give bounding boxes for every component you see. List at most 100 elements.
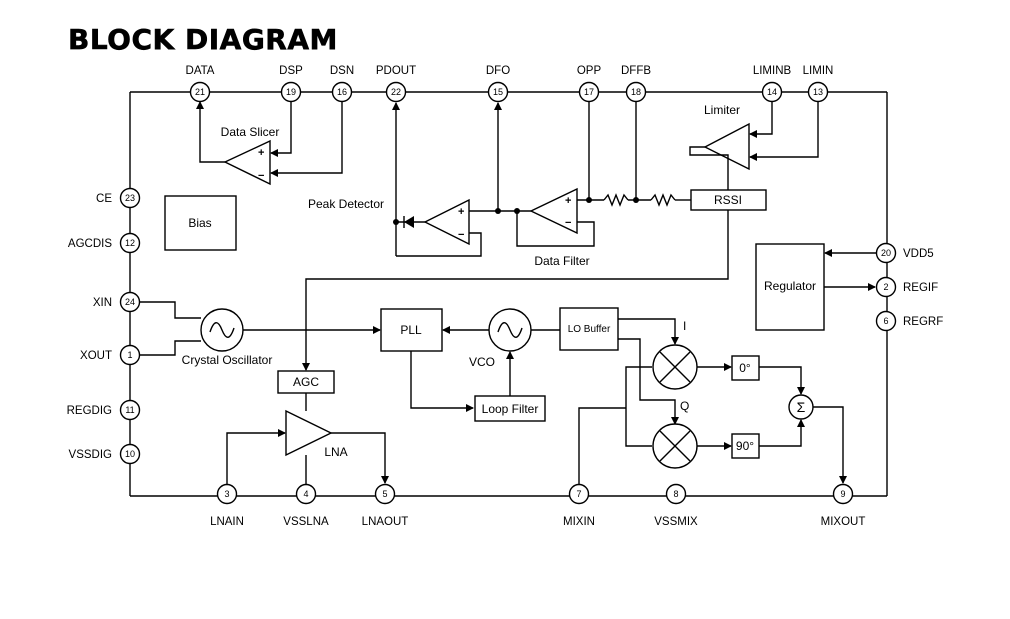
pin-21[interactable]: 21 DATA	[186, 65, 215, 103]
svg-text:−: −	[565, 217, 571, 229]
svg-text:20: 20	[881, 248, 891, 258]
pin-3[interactable]: 3 LNAIN	[210, 483, 244, 529]
pin-label-xout: XOUT	[80, 350, 112, 362]
wire-limiter-to-rssi	[689, 146, 729, 191]
svg-text:21: 21	[195, 87, 205, 97]
data-slicer: + − Data Slicer	[221, 125, 280, 186]
svg-text:6: 6	[883, 316, 888, 326]
peak-detector: + − Peak Detector	[308, 197, 470, 246]
wire-dsp-to-slicer	[270, 102, 292, 157]
pin-label-limin: LIMIN	[803, 65, 834, 77]
pin-label-vsslna: VSSLNA	[283, 516, 329, 528]
pin-label-mixin: MIXIN	[563, 516, 595, 528]
pin-12[interactable]: 12 AGCDIS	[68, 232, 141, 254]
pin-label-regrf: REGRF	[903, 316, 943, 328]
wire-lnaout	[331, 432, 389, 484]
data-slicer-label: Data Slicer	[221, 125, 280, 139]
wire-peak-feedback	[396, 232, 482, 257]
pin-18[interactable]: 18 DFFB	[621, 65, 651, 103]
svg-text:15: 15	[493, 87, 503, 97]
svg-text:4: 4	[303, 489, 308, 499]
wire-pll-to-loopfilter	[410, 351, 474, 412]
wire-limin-to-limiter	[749, 102, 819, 161]
svg-text:14: 14	[767, 87, 777, 97]
pin-24[interactable]: 24 XIN	[93, 291, 141, 313]
summer: Σ	[788, 394, 814, 420]
wire-xout	[140, 340, 201, 356]
pin-label-dfo: DFO	[486, 65, 510, 77]
pin-label-data: DATA	[186, 65, 215, 77]
wire-rf-to-mixers	[625, 366, 652, 447]
pll-block: PLL	[380, 308, 443, 352]
limiter-label: Limiter	[704, 103, 740, 117]
svg-text:23: 23	[125, 193, 135, 203]
pin-16[interactable]: 16 DSN	[330, 65, 354, 103]
data-filter-label: Data Filter	[534, 254, 589, 268]
rssi-block: RSSI	[690, 189, 767, 211]
bias-block: Bias	[164, 195, 237, 251]
data-filter: + − Data Filter	[529, 187, 590, 268]
limiter: Limiter	[703, 103, 750, 171]
svg-text:16: 16	[337, 87, 347, 97]
svg-text:18: 18	[631, 87, 641, 97]
i-label: I	[683, 319, 686, 333]
wire-dsn-to-slicer	[270, 102, 343, 177]
pin-17[interactable]: 17 OPP	[577, 65, 602, 103]
pin-4[interactable]: 4 VSSLNA	[283, 483, 329, 529]
svg-text:12: 12	[125, 238, 135, 248]
wire-liminb-to-limiter	[749, 102, 773, 138]
pin-15[interactable]: 15 DFO	[486, 65, 510, 103]
svg-text:RSSI: RSSI	[714, 193, 742, 207]
svg-text:7: 7	[576, 489, 581, 499]
pin-13[interactable]: 13 LIMIN	[803, 65, 834, 103]
svg-text:10: 10	[125, 449, 135, 459]
vco: VCO	[469, 308, 532, 369]
pin-9[interactable]: 9 MIXOUT	[821, 483, 866, 529]
phase-shift-0: 0°	[731, 355, 760, 381]
phase-shift-90: 90°	[731, 433, 760, 459]
pin-6[interactable]: 6 REGRF	[875, 310, 944, 332]
pin-23[interactable]: 23 CE	[96, 187, 141, 209]
pin-10[interactable]: 10 VSSDIG	[69, 443, 141, 465]
mixer-i	[652, 344, 698, 390]
regulator-block: Regulator	[755, 243, 825, 331]
vco-label: VCO	[469, 355, 495, 369]
svg-text:9: 9	[840, 489, 845, 499]
pin-19[interactable]: 19 DSP	[279, 65, 303, 103]
pin-8[interactable]: 8 VSSMIX	[654, 483, 698, 529]
page-title: BLOCK DIAGRAM	[68, 23, 338, 57]
pin-label-dsn: DSN	[330, 65, 354, 77]
svg-text:Σ: Σ	[797, 399, 806, 415]
wire-data-filter-feedback	[516, 211, 595, 247]
pin-11[interactable]: 11 REGDIG	[67, 399, 141, 421]
svg-text:+: +	[458, 206, 464, 218]
svg-text:13: 13	[813, 87, 823, 97]
pin-14[interactable]: 14 LIMINB	[753, 65, 792, 103]
pin-label-vssdig: VSSDIG	[69, 449, 113, 461]
wire-lo-q	[618, 338, 679, 425]
pin-22[interactable]: 22 PDOUT	[376, 65, 416, 103]
pin-label-dffb: DFFB	[621, 65, 651, 77]
svg-text:Regulator: Regulator	[764, 279, 816, 293]
wire-mixin	[578, 407, 626, 484]
pin-label-liminb: LIMINB	[753, 65, 792, 77]
pin-5[interactable]: 5 LNAOUT	[362, 483, 409, 529]
svg-text:17: 17	[584, 87, 594, 97]
pin-20[interactable]: 20 VDD5	[875, 242, 934, 264]
svg-text:11: 11	[125, 405, 134, 415]
pin-label-mixout: MIXOUT	[821, 516, 866, 528]
lna: LNA	[285, 409, 348, 459]
svg-text:5: 5	[382, 489, 387, 499]
wire-90deg-to-sum	[759, 419, 805, 447]
wire-lnain	[226, 429, 286, 484]
svg-text:AGC: AGC	[293, 375, 319, 389]
pin-7[interactable]: 7 MIXIN	[563, 483, 595, 529]
pin-2[interactable]: 2 REGIF	[875, 276, 939, 298]
svg-text:Bias: Bias	[188, 216, 211, 230]
svg-text:LO Buffer: LO Buffer	[568, 324, 611, 335]
pin-1[interactable]: 1 XOUT	[80, 344, 141, 366]
svg-text:+: +	[565, 195, 571, 207]
pin-label-opp: OPP	[577, 65, 602, 77]
pin-label-dsp: DSP	[279, 65, 303, 77]
